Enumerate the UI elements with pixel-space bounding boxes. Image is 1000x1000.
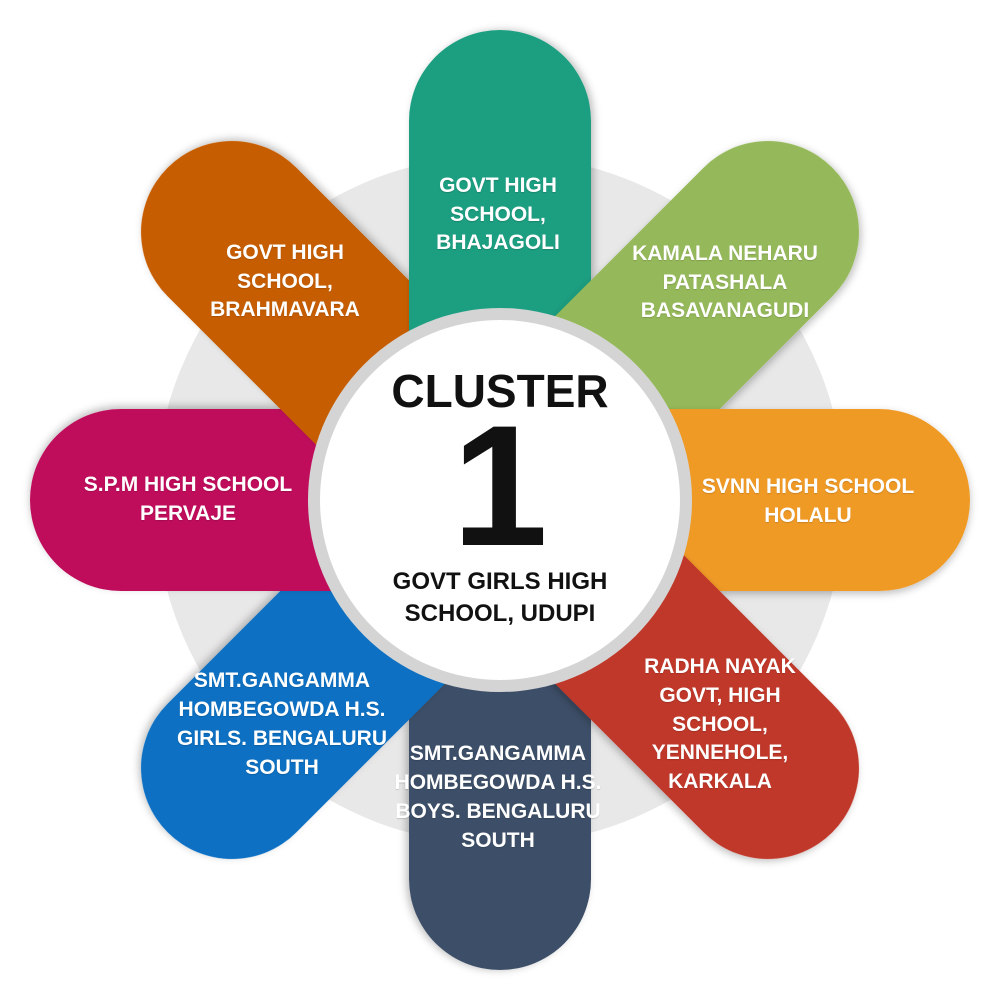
center-school-name: GOVT GIRLS HIGH SCHOOL, UDUPI: [392, 568, 608, 628]
center-title: CLUSTER: [391, 365, 609, 417]
center-disc: [320, 320, 680, 680]
center-number: 1: [452, 390, 548, 582]
